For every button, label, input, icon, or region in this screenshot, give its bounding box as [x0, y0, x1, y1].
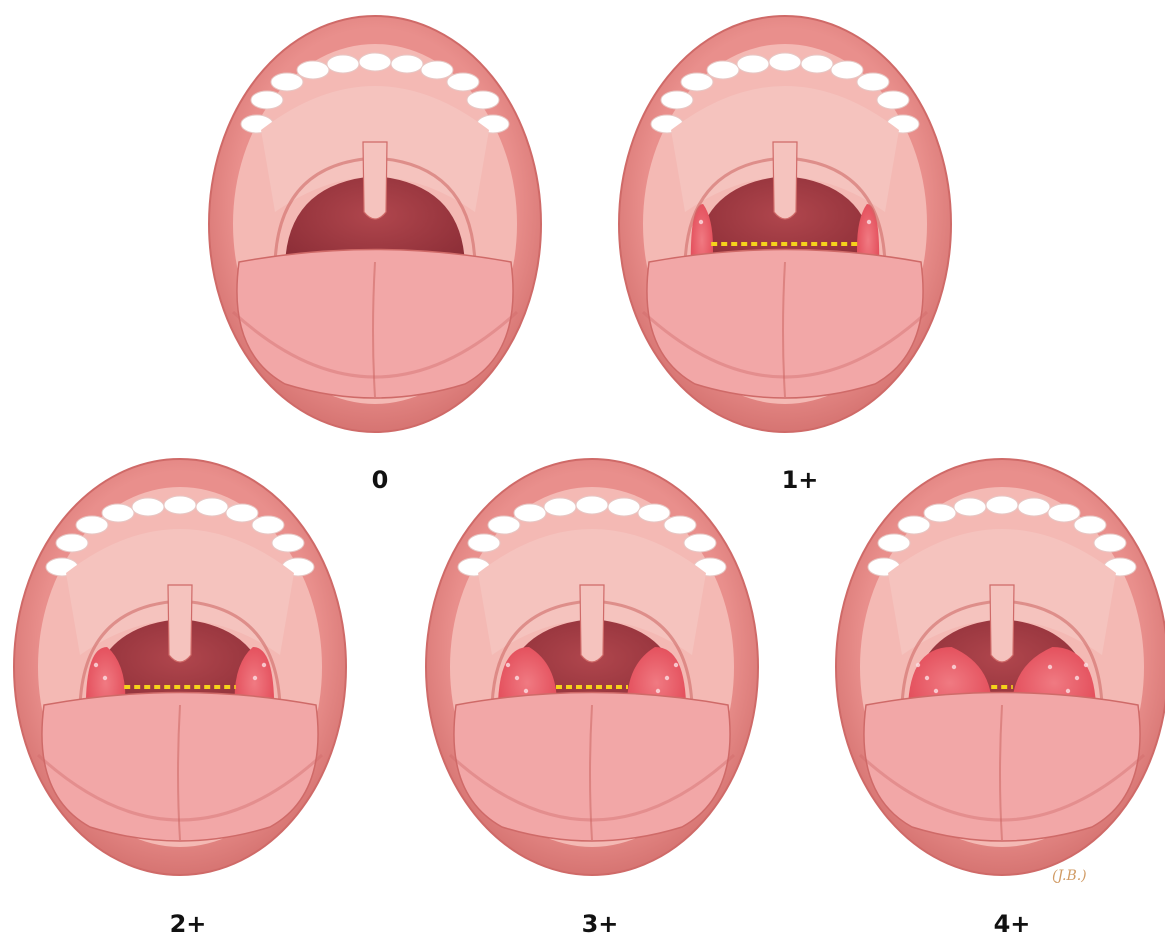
tooth	[661, 91, 693, 109]
tooth	[638, 504, 670, 522]
tonsil-speck	[515, 676, 519, 680]
tooth	[1018, 498, 1050, 516]
mouth-panel-grade-0	[205, 12, 545, 452]
grade-label-4: 4+	[972, 910, 1052, 938]
tooth	[196, 498, 228, 516]
tooth	[56, 534, 88, 552]
tooth	[1094, 534, 1126, 552]
tooth	[447, 73, 479, 91]
tonsil-speck	[699, 220, 703, 224]
tooth	[468, 534, 500, 552]
tonsil-speck	[1048, 665, 1052, 669]
tonsil-speck	[916, 663, 920, 667]
uvula	[580, 585, 604, 662]
uvula	[168, 585, 192, 662]
tonsil-speck	[925, 676, 929, 680]
tooth	[1074, 516, 1106, 534]
mouth-panel-grade-4	[832, 455, 1165, 895]
tooth	[544, 498, 576, 516]
tooth	[878, 534, 910, 552]
tooth	[877, 91, 909, 109]
mouth-panel-grade-3	[422, 455, 762, 895]
tonsil-speck	[934, 689, 938, 693]
tooth	[664, 516, 696, 534]
tooth	[272, 534, 304, 552]
tooth	[769, 53, 801, 71]
tooth	[684, 534, 716, 552]
tonsil-speck	[506, 663, 510, 667]
grade-label-0: 0	[340, 466, 420, 494]
tooth	[132, 498, 164, 516]
tooth	[681, 73, 713, 91]
tooth	[421, 61, 453, 79]
tooth	[327, 55, 359, 73]
tooth	[924, 504, 956, 522]
tooth	[251, 91, 283, 109]
tooth	[801, 55, 833, 73]
tonsil-speck	[665, 676, 669, 680]
tooth	[102, 504, 134, 522]
tonsil-speck	[1084, 663, 1088, 667]
uvula	[773, 142, 797, 219]
mouth-panel-grade-1	[615, 12, 955, 452]
tonsil-speck	[867, 220, 871, 224]
tooth	[467, 91, 499, 109]
tooth	[76, 516, 108, 534]
tooth	[986, 496, 1018, 514]
tooth	[831, 61, 863, 79]
tooth	[857, 73, 889, 91]
tooth	[164, 496, 196, 514]
tonsil-speck	[1075, 676, 1079, 680]
grade-label-3: 3+	[560, 910, 640, 938]
tonsil-speck	[1066, 689, 1070, 693]
mouth-panel-grade-2	[10, 455, 350, 895]
tooth	[954, 498, 986, 516]
tooth	[488, 516, 520, 534]
tooth	[252, 516, 284, 534]
tooth	[297, 61, 329, 79]
tonsil-speck	[952, 665, 956, 669]
tooth	[707, 61, 739, 79]
tooth	[391, 55, 423, 73]
tooth	[514, 504, 546, 522]
tonsil-speck	[262, 663, 266, 667]
tonsil-speck	[656, 689, 660, 693]
tooth	[576, 496, 608, 514]
tooth	[271, 73, 303, 91]
tonsil-speck	[524, 689, 528, 693]
tooth	[898, 516, 930, 534]
tonsil-speck	[103, 676, 107, 680]
tooth	[737, 55, 769, 73]
tooth	[226, 504, 258, 522]
tonsil-speck	[674, 663, 678, 667]
tooth	[608, 498, 640, 516]
uvula	[990, 585, 1014, 662]
uvula	[363, 142, 387, 219]
grade-label-2: 2+	[148, 910, 228, 938]
tooth	[359, 53, 391, 71]
tooth	[1048, 504, 1080, 522]
tonsil-speck	[94, 663, 98, 667]
artist-signature: (J.B.)	[1052, 868, 1087, 884]
grade-label-1: 1+	[760, 466, 840, 494]
tonsil-speck	[253, 676, 257, 680]
